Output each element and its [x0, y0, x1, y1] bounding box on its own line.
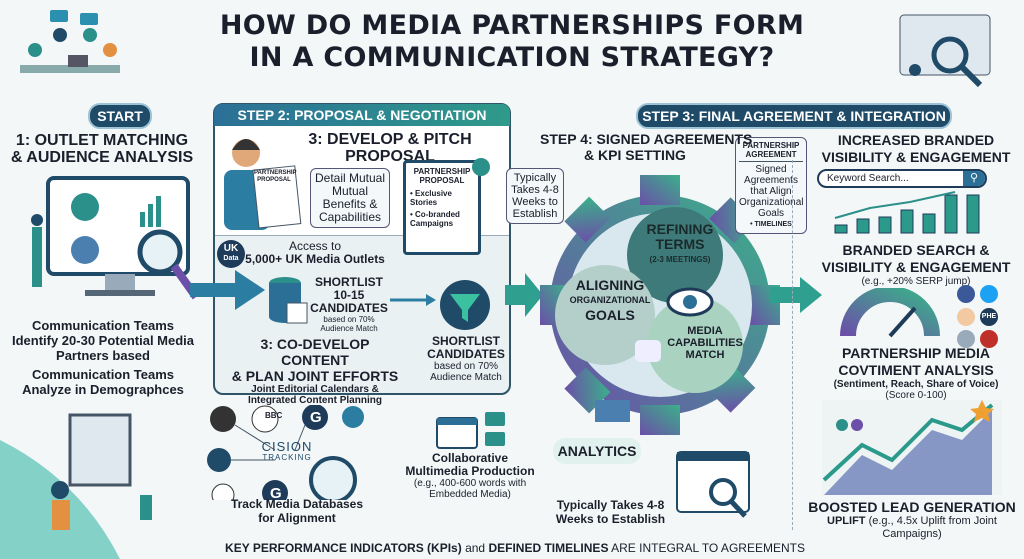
- arrow-right-icon: [770, 277, 822, 313]
- start-pill: START: [88, 103, 152, 129]
- database-icon: [269, 277, 308, 324]
- phe-icon-label: PHE: [981, 313, 997, 320]
- held-proposal-doc: PARTNERSHIP PROPOSAL: [254, 170, 297, 183]
- proposal-clipboard: PARTNERSHIP PROPOSAL • Exclusive Stories…: [403, 160, 481, 255]
- lead-generation-chart-icon: [822, 400, 1002, 495]
- clipboard-title: PARTNERSHIP PROPOSAL: [413, 167, 471, 185]
- step2-header: STEP 2: PROPOSAL & NEGOTIATION: [214, 104, 510, 126]
- step3-pill: STEP 3: FINAL AGREEMENT & INTEGRATION: [636, 103, 952, 129]
- arrows-to-funnel: [390, 294, 436, 306]
- divider: [792, 160, 793, 530]
- outlet-logo: BBC: [265, 411, 283, 420]
- calendar-video-icon: [436, 412, 505, 449]
- footer-note: KEY PERFORMANCE INDICATORS (KPIs) and DE…: [225, 541, 805, 555]
- arrow-right-icon: [505, 273, 543, 317]
- keyword-search-input[interactable]: Keyword Search... ⚲: [817, 169, 987, 188]
- arrow-right-icon: [190, 270, 265, 310]
- timing-bubble: Typically Takes 4-8 Weeks to Establish: [506, 168, 564, 224]
- mutual-benefits-bubble: Detail Mutual Mutual Benefits & Capabili…: [310, 168, 390, 228]
- handshake-icon: [472, 158, 490, 176]
- analyst-desk-illustration: [0, 413, 152, 559]
- growth-bar-chart-icon: [834, 191, 980, 234]
- partnership-agreement-note: PARTNERSHIP AGREEMENT Signed Agreements …: [735, 137, 807, 234]
- analytics-label: ANALYTICS: [553, 438, 641, 464]
- codevelop-heading: 3: CO-DEVELOP CONTENT& PLAN JOINT EFFORT…: [231, 336, 399, 406]
- clipboard-item: • Co-branded Campaigns: [410, 210, 460, 228]
- timing-text: Typically Takes 4-8 Weeks to Establish: [555, 498, 666, 526]
- team-meeting-illustration: [20, 10, 120, 73]
- presenter-illustration: [224, 139, 302, 230]
- branded-search-heading: BRANDED SEARCH &VISIBILITY & ENGAGEMENT(…: [821, 242, 1011, 287]
- refining-terms: REFINING TERMS(2-3 MEETINGS): [646, 221, 714, 265]
- funnel-icon: [440, 280, 490, 330]
- social-media-icons: [957, 285, 998, 348]
- clipboard-item: • Exclusive Stories: [410, 189, 452, 207]
- search-placeholder: Keyword Search...: [827, 173, 909, 184]
- step4-heading: STEP 4: SIGNED AGREEMENTS& KPI SETTING: [540, 131, 753, 163]
- identify-partners-text: Communication Teams Identify 20-30 Poten…: [11, 318, 195, 363]
- monitor-audience-icon: [31, 176, 200, 300]
- search-icon[interactable]: ⚲: [963, 171, 985, 186]
- media-capabilities-match: MEDIA CAPABILITIES MATCH: [667, 325, 743, 361]
- outlet-logo: G: [310, 409, 322, 426]
- analyze-demographics-text: Communication Teams Analyze in Demograph…: [22, 367, 184, 397]
- gear-process-diagram: [540, 175, 780, 435]
- browser-search-icon: [676, 451, 750, 518]
- media-database-network: [207, 405, 364, 500]
- track-media-caption: Track Media Databases for Alignment: [230, 497, 364, 525]
- sentiment-gauge-icon: [840, 288, 940, 338]
- multimedia-production: Collaborative Multimedia Production(e.g.…: [405, 451, 535, 501]
- outlet-matching-heading: 1: OUTLET MATCHING& AUDIENCE ANALYSIS: [10, 132, 194, 166]
- outlet-logo: G: [270, 485, 282, 502]
- search-analyst-illustration: [899, 14, 991, 88]
